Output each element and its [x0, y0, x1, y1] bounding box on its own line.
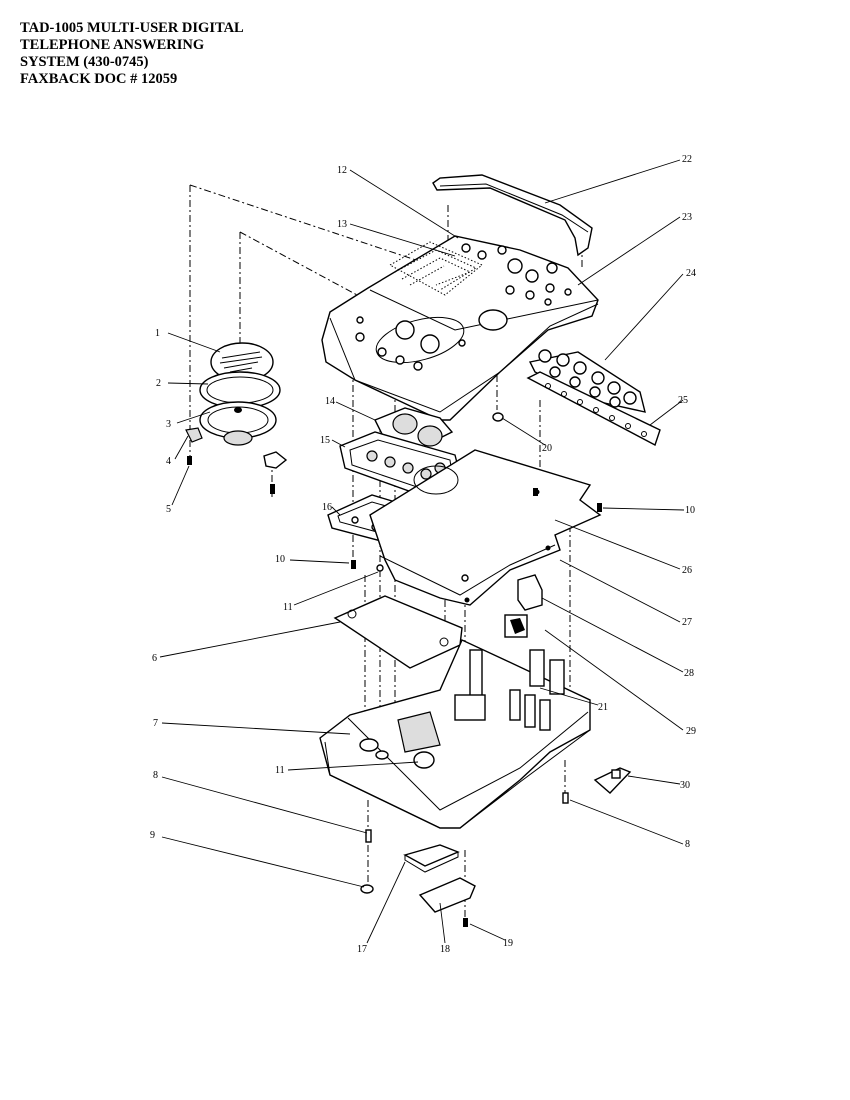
callout-25: 25 [678, 395, 688, 406]
part-6-plate [333, 595, 463, 669]
callout-17: 17 [357, 944, 367, 955]
part-28-component [517, 574, 543, 611]
callout-19: 19 [503, 938, 513, 949]
callout-27: 27 [682, 617, 692, 628]
callout-1: 1 [155, 328, 160, 339]
title-line-1: TAD-1005 MULTI-USER DIGITAL [20, 20, 244, 36]
callout-18: 18 [440, 944, 450, 955]
callout-9: 9 [150, 830, 155, 841]
callout-12: 12 [337, 165, 347, 176]
part-24-button-strip [528, 349, 646, 413]
part-7-base-housing [319, 614, 591, 829]
callout-22: 22 [682, 154, 692, 165]
speaker-grille-holes [388, 241, 483, 296]
callout-20: 20 [542, 443, 552, 454]
callout-29: 29 [686, 726, 696, 737]
title-line-4: FAXBACK DOC # 12059 [20, 71, 178, 87]
callout-21: 21 [598, 702, 608, 713]
title-line-3: SYSTEM (430-0745) [20, 54, 149, 70]
callout-3: 3 [166, 419, 171, 430]
callout-10-left: 10 [275, 554, 285, 565]
callout-28: 28 [684, 668, 694, 679]
callout-5: 5 [166, 504, 171, 515]
title-line-2: TELEPHONE ANSWERING [20, 37, 205, 53]
callout-7: 7 [153, 718, 158, 729]
part-22-top-cover [432, 174, 593, 257]
part-25-button-board [526, 371, 661, 447]
part-30-bracket [593, 767, 632, 794]
callout-2: 2 [156, 378, 161, 389]
callout-11-upper: 11 [283, 602, 293, 613]
part-17-battery-cover [403, 844, 460, 873]
callout-14: 14 [325, 396, 335, 407]
callout-11-lower: 11 [275, 765, 285, 776]
callout-26: 26 [682, 565, 692, 576]
callout-24: 24 [686, 268, 696, 279]
callout-30: 30 [680, 780, 690, 791]
callout-13: 13 [337, 219, 347, 230]
document-title: TAD-1005 MULTI-USER DIGITAL TELEPHONE AN… [20, 20, 244, 88]
part-3-speaker [199, 401, 277, 446]
callout-23: 23 [682, 212, 692, 223]
part-18-bottom-plate [418, 877, 476, 913]
callout-8-right: 8 [685, 839, 690, 850]
part-23-top-housing [321, 235, 599, 421]
callout-leader-lines [159, 159, 685, 944]
callout-10-right: 10 [685, 505, 695, 516]
part-5-screw [187, 456, 275, 494]
callout-6: 6 [152, 653, 157, 664]
part-4-speaker-clip [185, 427, 288, 469]
callout-4: 4 [166, 456, 171, 467]
part-19-screw [463, 918, 468, 927]
part-2-speaker-ring [199, 371, 281, 409]
callout-16: 16 [322, 502, 332, 513]
callout-8-left: 8 [153, 770, 158, 781]
callout-numbers: 1 2 3 4 5 6 7 8 9 10 11 11 12 13 14 15 1… [150, 154, 696, 955]
callout-15: 15 [320, 435, 330, 446]
